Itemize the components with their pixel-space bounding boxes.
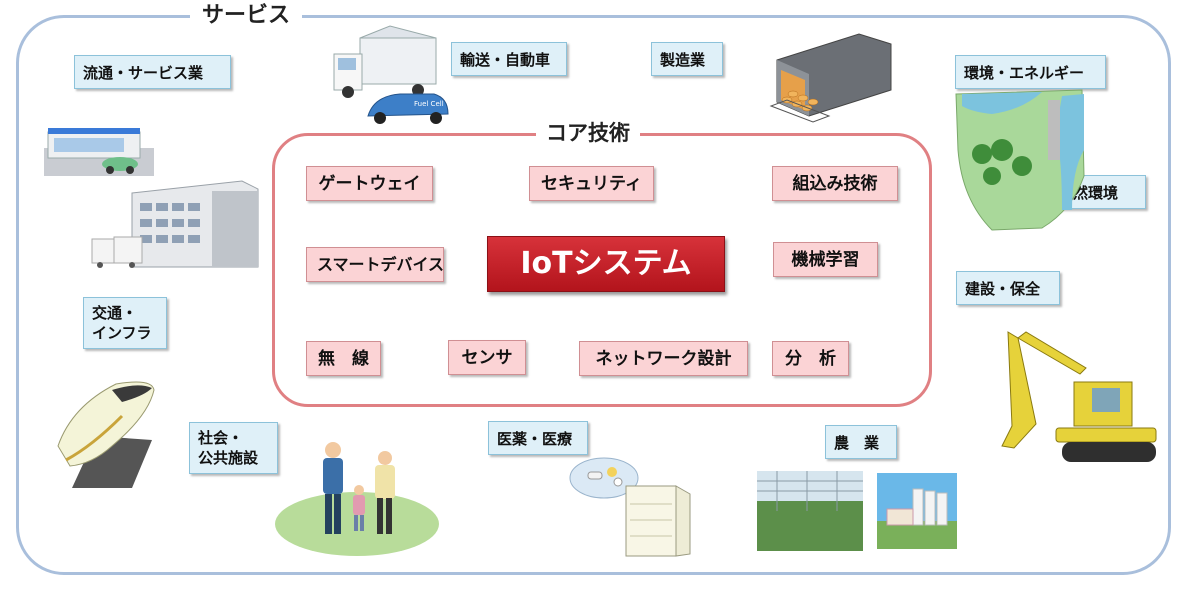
environment-illustration — [955, 89, 1085, 231]
store-illustration — [44, 128, 154, 176]
services-title: サービス — [190, 0, 303, 32]
tech-network-design: ネットワーク設計 — [579, 341, 748, 376]
truck-car-illustration: Fuel Cell — [333, 25, 449, 124]
farm-illustration — [877, 473, 957, 549]
tech-analysis: 分 析 — [772, 341, 849, 376]
tech-smart-device: スマートデバイス — [306, 247, 444, 282]
excavator-illustration — [1001, 331, 1157, 462]
service-distribution: 流通・サービス業 — [74, 55, 231, 89]
family-illustration — [275, 442, 439, 556]
service-social: 社会・ 公共施設 — [189, 422, 278, 474]
core-tech-title: コア技術 — [536, 118, 640, 148]
service-manufacturing: 製造業 — [651, 42, 723, 76]
tech-gateway: ゲートウェイ — [306, 166, 433, 201]
service-agriculture: 農 業 — [825, 425, 897, 459]
greenhouse-illustration — [757, 471, 863, 551]
tech-embedded: 組込み技術 — [772, 166, 898, 201]
tech-wireless: 無 線 — [306, 341, 381, 376]
service-environment: 環境・エネルギー — [955, 55, 1106, 89]
service-medical: 医薬・医療 — [488, 421, 588, 455]
train-illustration — [57, 381, 155, 488]
medical-illustration — [569, 457, 691, 557]
tech-sensor: センサ — [448, 340, 526, 375]
service-social-line1: 社会・ — [198, 429, 244, 447]
truck-sign-text: Fuel Cell — [414, 100, 444, 108]
service-traffic: 交通・ インフラ — [83, 297, 167, 349]
iot-system-box: IoTシステム — [487, 236, 725, 292]
tech-machine-learning: 機械学習 — [773, 242, 878, 277]
service-traffic-line1: 交通・ — [92, 304, 138, 322]
tech-security: セキュリティ — [529, 166, 654, 201]
warehouse-illustration — [91, 180, 259, 268]
furnace-illustration — [769, 33, 892, 123]
service-social-line2: 公共施設 — [198, 449, 259, 467]
service-traffic-line2: インフラ — [92, 324, 152, 342]
service-transport: 輸送・自動車 — [451, 42, 567, 76]
services-frame — [16, 15, 1171, 575]
service-construction: 建設・保全 — [956, 271, 1060, 305]
